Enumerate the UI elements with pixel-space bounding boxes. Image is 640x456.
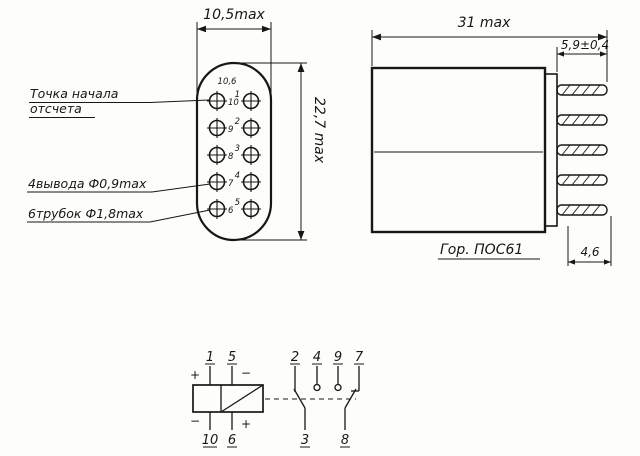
pin-number: 1 [235, 90, 240, 100]
side-pin-5 [556, 204, 608, 216]
solder-note: Гор. ПОС61 [438, 242, 540, 260]
solder-label: Гор. ПОС61 [440, 242, 523, 258]
pin-number: 5 [235, 198, 240, 208]
contact-dot-4 [313, 383, 321, 392]
polarity-plus-top: + [190, 368, 200, 382]
pin-left-4 [207, 172, 227, 192]
pin-left-1 [207, 91, 227, 111]
relay-base-outline [195, 61, 273, 242]
front-height-dimension: 22,7 max [239, 62, 327, 241]
coil-symbol [192, 384, 264, 413]
pin-right-2 [241, 118, 261, 138]
pin-number: 4 [235, 171, 240, 181]
pin-length-dimension: 5,9±0,4 [556, 38, 609, 72]
schematic-pin-label: 7 [355, 350, 364, 365]
pin-number: 10 [228, 98, 239, 108]
schematic-pin-label: 4 [313, 350, 321, 365]
pin-number: 7 [228, 179, 234, 189]
pin-left-5 [207, 199, 227, 219]
pin-length-dim-label: 5,9±0,4 [561, 38, 609, 52]
side-pin-2 [556, 114, 608, 126]
schematic-pin-label: 1 [206, 350, 214, 365]
pin-number: 9 [228, 125, 233, 135]
tubes-label: 6трубок Ф1,8max [28, 206, 144, 221]
side-pin-1 [556, 84, 608, 96]
pin-number: 8 [228, 152, 234, 162]
pin-number: 3 [235, 144, 240, 154]
polarity-minus-top: − [241, 366, 251, 380]
front-view: 10,5max 22,7 max 10,6 [27, 7, 327, 242]
front-width-dim-label: 10,5max [203, 7, 265, 23]
schematic: + − − + 1 5 2 4 9 7 [190, 350, 364, 448]
schematic-pin-label: 10 [202, 433, 219, 448]
contact-dot-9 [334, 383, 342, 392]
side-length-dimension: 31 max [371, 15, 608, 82]
side-pin-4 [556, 174, 608, 186]
pin-right-1 [241, 91, 261, 111]
movable-contact-8 [344, 388, 357, 430]
pin-right-4 [241, 172, 261, 192]
datum-label-line2: отсчета [30, 101, 82, 116]
pin-number: 2 [235, 117, 240, 127]
pin-offset-dim-label: 4,6 [580, 245, 599, 259]
datum-callout: Точка начала отсчета [29, 86, 210, 118]
schematic-pin-label: 8 [341, 433, 349, 448]
datum-label-line1: Точка начала [30, 86, 118, 101]
pin-number: 6 [228, 206, 234, 216]
pin-spacing-dim-label: 10,6 [218, 77, 238, 87]
schematic-pin-label: 6 [228, 433, 236, 448]
pin-left-2 [207, 118, 227, 138]
movable-contact-3 [293, 388, 306, 430]
leads-label: 4вывода Ф0,9max [28, 176, 147, 191]
pin-right-5 [241, 199, 261, 219]
front-height-dim-label: 22,7 max [311, 97, 327, 164]
pin-offset-dimension: 4,6 [567, 216, 612, 266]
side-length-dim-label: 31 max [458, 15, 511, 31]
side-pin-3 [556, 144, 608, 156]
leads-callout: 4вывода Ф0,9max [27, 176, 211, 193]
pin-left-3 [207, 145, 227, 165]
schematic-pin-label: 2 [291, 350, 299, 365]
relay-base-plate [544, 73, 558, 227]
polarity-minus-bottom: − [190, 414, 200, 428]
tubes-callout: 6трубок Ф1,8max [27, 206, 211, 223]
schematic-pin-label: 5 [228, 350, 236, 365]
side-view: 31 max 5,9±0,4 4,6 Гор. ПОС61 [370, 15, 612, 266]
front-width-dimension: 10,5max [196, 7, 272, 96]
pin-right-3 [241, 145, 261, 165]
schematic-pin-label: 9 [334, 350, 342, 365]
polarity-plus-bottom: + [241, 417, 251, 431]
relay-body-outline [370, 66, 547, 234]
schematic-pin-label: 3 [301, 433, 309, 448]
